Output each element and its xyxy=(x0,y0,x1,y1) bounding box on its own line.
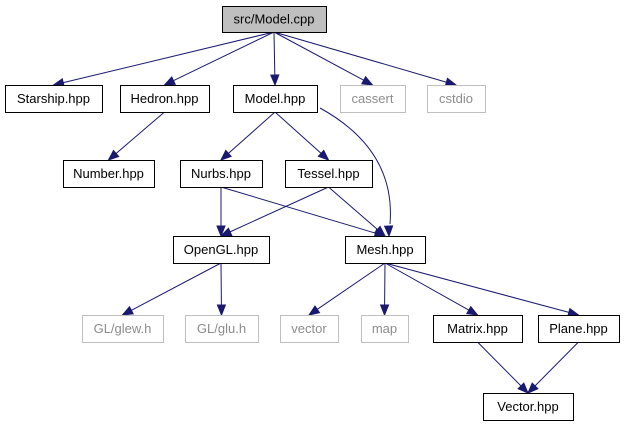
edge-hedron-hpp-to-number-hpp xyxy=(107,111,165,161)
node-box xyxy=(173,236,270,264)
node-plane-hpp[interactable]: Plane.hpp xyxy=(538,315,620,343)
node-number-hpp[interactable]: Number.hpp xyxy=(63,160,155,188)
node-label: Matrix.hpp xyxy=(447,321,508,336)
edge-nurbs-hpp-to-mesh-hpp xyxy=(220,186,387,238)
node-box xyxy=(185,315,259,343)
node-box xyxy=(483,393,574,421)
node-nurbs-hpp[interactable]: Nurbs.hpp xyxy=(180,160,263,188)
edge-opengl-hpp-to-gl-glu-h xyxy=(216,262,227,317)
node-box xyxy=(82,315,164,343)
node-box xyxy=(361,315,409,343)
node-label: Tessel.hpp xyxy=(297,166,359,181)
node-box xyxy=(222,6,327,33)
node-label: Vector.hpp xyxy=(497,399,558,414)
edge-model-hpp-to-mesh-hpp xyxy=(319,107,394,238)
node-tessel-hpp[interactable]: Tessel.hpp xyxy=(285,160,373,188)
node-map[interactable]: map xyxy=(361,315,409,343)
node-vector[interactable]: vector xyxy=(280,315,339,343)
node-label: Mesh.hpp xyxy=(356,242,413,257)
node-label: map xyxy=(372,321,397,336)
node-box xyxy=(285,160,373,188)
edge-tessel-hpp-to-mesh-hpp xyxy=(328,186,387,237)
edge-plane-hpp-to-vector-hpp xyxy=(527,341,579,394)
node-label: src/Model.cpp xyxy=(234,12,315,27)
node-cstdio[interactable]: cstdio xyxy=(427,85,486,113)
node-label: GL/glu.h xyxy=(197,321,246,336)
node-label: Starship.hpp xyxy=(17,91,90,106)
node-label: cassert xyxy=(352,91,394,106)
edge-model-hpp-to-nurbs-hpp xyxy=(219,111,276,161)
edge-model-cpp-to-starship-hpp xyxy=(52,31,275,88)
edge-opengl-hpp-to-gl-glew-h xyxy=(121,262,222,316)
node-starship-hpp[interactable]: Starship.hpp xyxy=(5,85,103,113)
edge-model-cpp-to-cstdio xyxy=(273,31,458,87)
node-label: Hedron.hpp xyxy=(131,91,199,106)
node-box xyxy=(427,85,486,113)
edges-layer xyxy=(52,31,580,394)
edge-tessel-hpp-to-opengl-hpp xyxy=(219,186,329,237)
node-mesh-hpp[interactable]: Mesh.hpp xyxy=(345,236,426,264)
node-label: vector xyxy=(291,321,327,336)
node-box xyxy=(120,85,210,113)
node-box xyxy=(433,315,523,343)
node-box xyxy=(340,85,406,113)
edge-model-cpp-to-hedron-hpp xyxy=(163,31,275,86)
edge-model-cpp-to-model-hpp xyxy=(270,31,280,87)
edge-nurbs-hpp-to-opengl-hpp xyxy=(216,187,226,238)
node-matrix-hpp[interactable]: Matrix.hpp xyxy=(433,315,523,343)
edge-mesh-hpp-to-matrix-hpp xyxy=(384,262,479,316)
node-gl-glu-h[interactable]: GL/glu.h xyxy=(185,315,259,343)
node-label: OpenGL.hpp xyxy=(184,242,258,257)
node-label: Model.hpp xyxy=(245,91,306,106)
node-label: GL/glew.h xyxy=(94,321,152,336)
edge-mesh-hpp-to-vector xyxy=(307,262,386,316)
node-label: Plane.hpp xyxy=(549,321,608,336)
node-box xyxy=(280,315,339,343)
node-label: cstdio xyxy=(439,91,473,106)
node-box xyxy=(5,85,103,113)
node-model-hpp[interactable]: Model.hpp xyxy=(233,85,318,113)
node-box xyxy=(538,315,620,343)
node-gl-glew-h[interactable]: GL/glew.h xyxy=(82,315,164,343)
node-box xyxy=(63,160,155,188)
edge-mesh-hpp-to-plane-hpp xyxy=(384,262,580,317)
node-src-model-cpp[interactable]: src/Model.cpp xyxy=(222,6,327,33)
node-box xyxy=(345,236,426,264)
node-hedron-hpp[interactable]: Hedron.hpp xyxy=(120,85,210,113)
node-box xyxy=(180,160,263,188)
edge-mesh-hpp-to-map xyxy=(379,262,390,317)
node-vector-hpp[interactable]: Vector.hpp xyxy=(483,393,574,421)
node-label: Nurbs.hpp xyxy=(191,166,251,181)
node-opengl-hpp[interactable]: OpenGL.hpp xyxy=(173,236,270,264)
node-box xyxy=(233,85,318,113)
node-cassert[interactable]: cassert xyxy=(340,85,406,113)
node-label: Number.hpp xyxy=(73,166,144,181)
edge-model-hpp-to-tessel-hpp xyxy=(274,111,330,161)
edge-matrix-hpp-to-vector-hpp xyxy=(477,341,529,394)
edge-model-cpp-to-cassert xyxy=(273,31,374,86)
